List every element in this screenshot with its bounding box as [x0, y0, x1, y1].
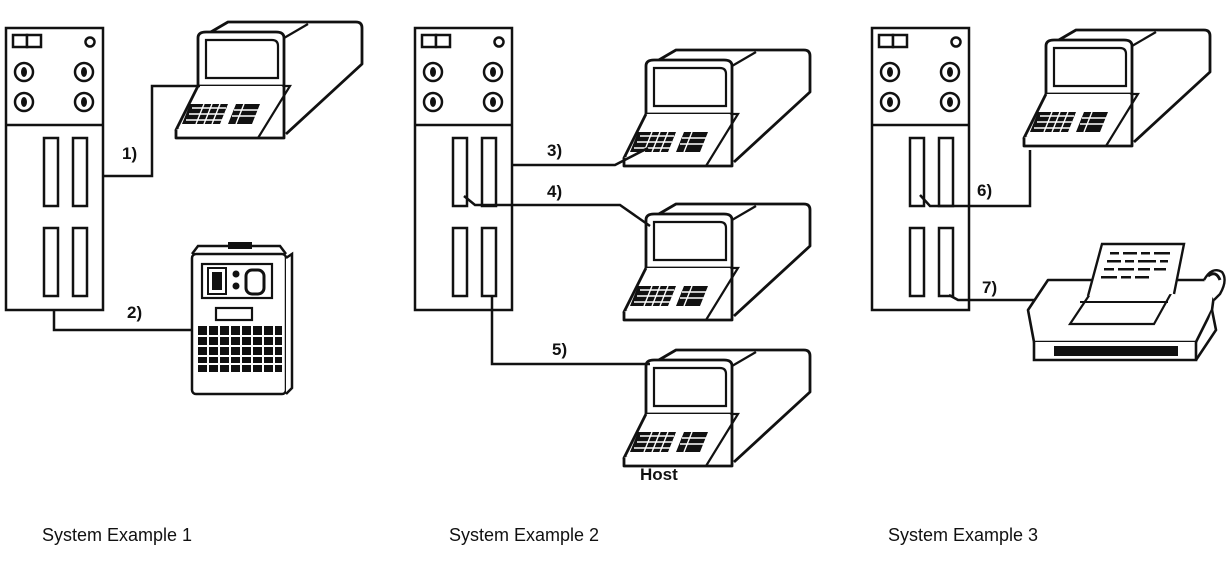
- connection-4-label: 4): [547, 182, 562, 201]
- connection-2-cable: [54, 310, 192, 330]
- system-example-2: 3) 4) 5) Host System Example 2: [415, 28, 810, 545]
- connection-2-label: 2): [127, 303, 142, 322]
- connection-7-label: 7): [982, 278, 997, 297]
- example-2-caption: System Example 2: [449, 525, 599, 545]
- example-3-caption: System Example 3: [888, 525, 1038, 545]
- system-example-3: 6) 7) System Example 3: [872, 28, 1225, 545]
- connection-1-label: 1): [122, 144, 137, 163]
- system-example-1: 1) 2) System Example 1: [6, 22, 362, 545]
- connection-5-label: 5): [552, 340, 567, 359]
- host-label: Host: [640, 465, 678, 484]
- connection-6-label: 6): [977, 181, 992, 200]
- connection-3-label: 3): [547, 141, 562, 160]
- example-1-caption: System Example 1: [42, 525, 192, 545]
